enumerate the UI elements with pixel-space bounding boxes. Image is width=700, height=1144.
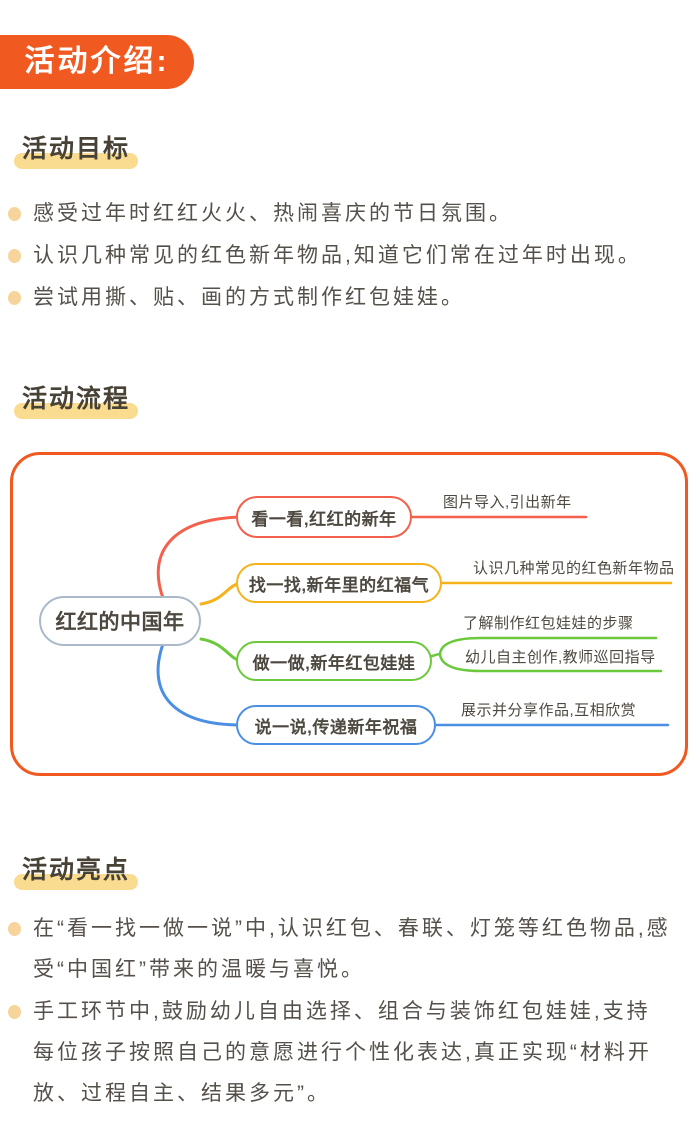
bullet-text: 感受过年时红红火火、热闹喜庆的节日氛围。 bbox=[33, 202, 513, 225]
title-highlight bbox=[14, 874, 139, 890]
mindmap-note: 了解制作红包娃娃的步骤 bbox=[463, 615, 634, 632]
branch-curve-green bbox=[199, 637, 243, 663]
mindmap-note: 展示并分享作品,互相欣赏 bbox=[461, 702, 637, 719]
goals-bullet-list: 感受过年时红红火火、热闹喜庆的节日氛围。 认识几种常见的红色新年物品,知道它们常… bbox=[8, 193, 676, 318]
branch-curve-blue bbox=[156, 642, 243, 727]
list-item: 认识几种常见的红色新年物品,知道它们常在过年时出现。 bbox=[8, 235, 676, 276]
list-item: 在“看一找一做一说”中,认识红包、春联、灯笼等红色物品,感受“中国红”带来的温暖… bbox=[8, 908, 676, 990]
mindmap-root-node: 红红的中国年 bbox=[39, 596, 201, 646]
branch-curve-red bbox=[156, 515, 243, 600]
section-title-text: 活动目标 bbox=[22, 135, 131, 163]
section-title-text: 活动流程 bbox=[22, 385, 131, 413]
bullet-text: 尝试用撕、贴、画的方式制作红包娃娃。 bbox=[33, 286, 465, 309]
mindmap-branch-node: 说一说,传递新年祝福 bbox=[236, 705, 436, 745]
bullet-dot-icon bbox=[8, 249, 21, 263]
bullet-text: 手工环节中,鼓励幼儿自由选择、组合与装饰红包娃娃,支持每位孩子按照自己的意愿进行… bbox=[33, 1000, 652, 1105]
mindmap-branch-node: 找一找,新年里的红福气 bbox=[236, 563, 442, 603]
page-title-badge: 活动介绍: bbox=[0, 35, 194, 89]
branch-curve-yellow bbox=[199, 581, 243, 606]
mindmap-box: 红红的中国年 看一看,红红的新年 找一找,新年里的红福气 做一做,新年红包娃娃 … bbox=[10, 452, 688, 776]
title-highlight bbox=[14, 153, 139, 169]
mindmap-branch-node: 做一做,新年红包娃娃 bbox=[236, 641, 432, 681]
list-item: 尝试用撕、贴、画的方式制作红包娃娃。 bbox=[8, 277, 676, 318]
title-highlight bbox=[14, 403, 139, 419]
note-line-green-lower bbox=[438, 652, 663, 673]
highlights-bullet-list: 在“看一找一做一说”中,认识红包、春联、灯笼等红色物品,感受“中国红”带来的温暖… bbox=[8, 908, 676, 1114]
bullet-dot-icon bbox=[8, 922, 21, 936]
mindmap-branch-node: 看一看,红红的新年 bbox=[236, 496, 412, 538]
bullet-dot-icon bbox=[8, 207, 21, 221]
bullet-text: 认识几种常见的红色新年物品,知道它们常在过年时出现。 bbox=[33, 244, 642, 267]
section-title-flow: 活动流程 bbox=[14, 383, 139, 419]
mindmap-note: 图片导入,引出新年 bbox=[443, 494, 572, 511]
section-title-highlights: 活动亮点 bbox=[14, 854, 139, 890]
note-line-green-upper bbox=[438, 636, 658, 656]
list-item: 感受过年时红红火火、热闹喜庆的节日氛围。 bbox=[8, 193, 676, 234]
mindmap-note: 认识几种常见的红色新年物品 bbox=[473, 560, 675, 577]
bullet-dot-icon bbox=[8, 291, 21, 305]
list-item: 手工环节中,鼓励幼儿自由选择、组合与装饰红包娃娃,支持每位孩子按照自己的意愿进行… bbox=[8, 991, 676, 1114]
section-title-text: 活动亮点 bbox=[22, 856, 131, 884]
bullet-text: 在“看一找一做一说”中,认识红包、春联、灯笼等红色物品,感受“中国红”带来的温暖… bbox=[33, 917, 671, 981]
section-title-goals: 活动目标 bbox=[14, 133, 139, 169]
mindmap-note: 幼儿自主创作,教师巡回指导 bbox=[465, 649, 656, 666]
bullet-dot-icon bbox=[8, 1005, 21, 1019]
